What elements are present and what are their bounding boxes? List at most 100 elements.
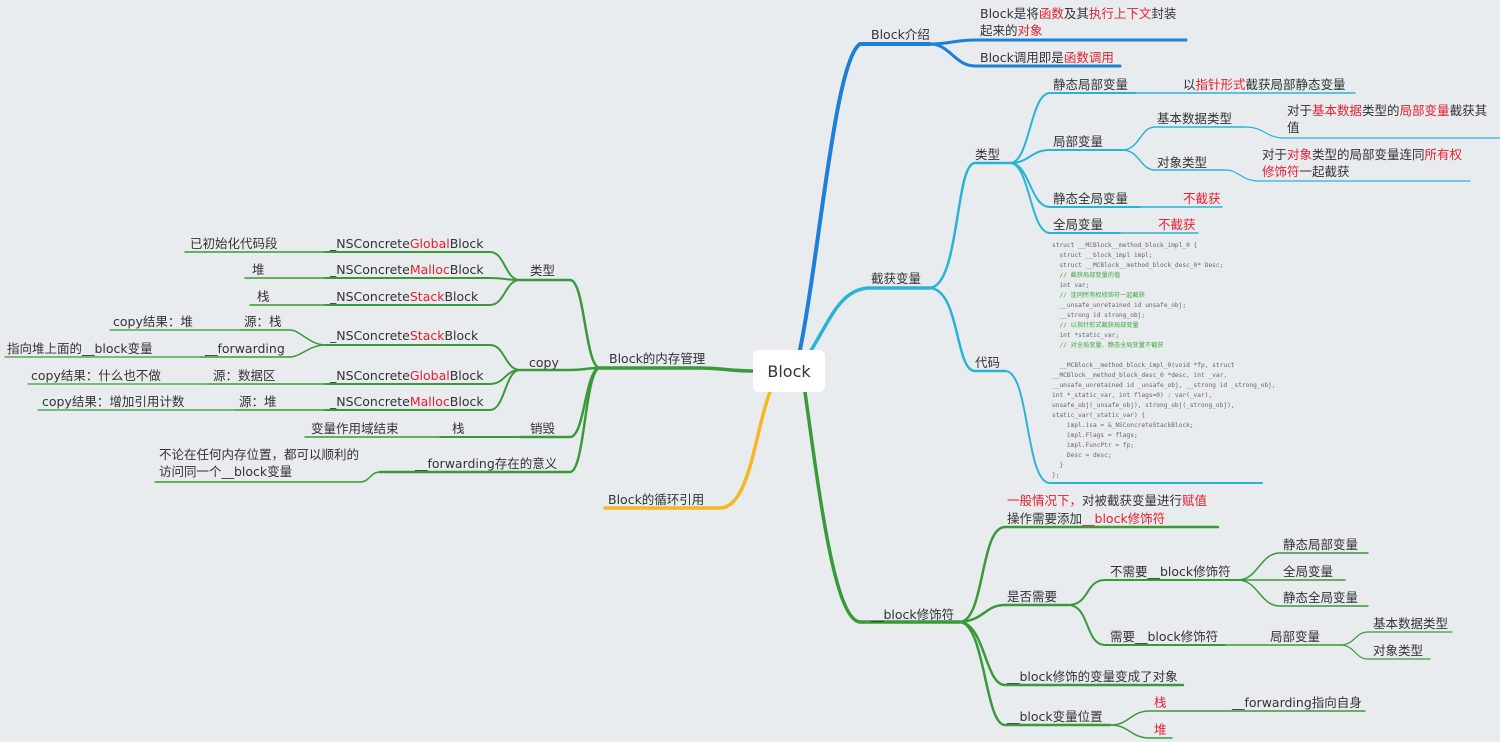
code-line: int *static_var; xyxy=(1052,332,1120,339)
basic-note-2: 值 xyxy=(1287,120,1300,135)
code-line: } xyxy=(1052,462,1064,469)
forwarding-meaning-2: 访问同一个__block变量 xyxy=(159,464,293,479)
code-line: __MCBlock__method_block_desc_0 *desc, in… xyxy=(1052,372,1228,379)
code-line: impl.isa = &_NSConcreteStackBlock; xyxy=(1052,422,1194,429)
node-basic-type[interactable]: 基本数据类型 xyxy=(1157,111,1233,126)
node-need-local[interactable]: 局部变量 xyxy=(1270,629,1321,644)
code-line: }; xyxy=(1052,472,1060,479)
copy-item-0-src[interactable]: 源：栈 xyxy=(244,314,282,329)
node-cycle[interactable]: Block的循环引用 xyxy=(608,492,705,507)
node-code[interactable]: 代码 xyxy=(975,355,1001,370)
copy-item-1[interactable]: _NSConcreteGlobalBlock xyxy=(330,368,484,383)
static-global-note[interactable]: 不截获 xyxy=(1183,191,1221,206)
memory-type-0-desc[interactable]: 已初始化代码段 xyxy=(190,236,278,251)
code-line: struct __block_impl impl; xyxy=(1052,252,1153,259)
global-note[interactable]: 不截获 xyxy=(1158,217,1196,232)
basic-note-1[interactable]: 对于基本数据类型的局部变量截获其 xyxy=(1287,103,1488,118)
memory-type-2[interactable]: _NSConcreteStackBlock xyxy=(330,289,479,304)
copy-item-0[interactable]: _NSConcreteStackBlock xyxy=(330,328,479,343)
node-local[interactable]: 局部变量 xyxy=(1053,134,1104,149)
node-need-question[interactable]: 是否需要 xyxy=(1007,589,1058,604)
copy-item-0-result[interactable]: copy结果：堆 xyxy=(113,314,193,329)
node-copy[interactable]: copy xyxy=(529,355,559,370)
node-intro[interactable]: Block介绍 xyxy=(871,27,930,42)
code-snippet[interactable]: struct __MCBlock__method_block_impl_0 { … xyxy=(1052,241,1276,481)
memory-type-2-desc[interactable]: 栈 xyxy=(257,289,270,304)
node-capture-type[interactable]: 类型 xyxy=(975,147,1001,162)
copy-item-1-result[interactable]: copy结果：什么也不做 xyxy=(31,368,161,383)
not-need-item-2[interactable]: 静态全局变量 xyxy=(1283,590,1359,605)
node-need[interactable]: 需要__block修饰符 xyxy=(1110,629,1219,644)
object-note-2: 修饰符一起截获 xyxy=(1262,164,1350,179)
intro-line-2: 起来的对象 xyxy=(980,23,1043,38)
not-need-item-0[interactable]: 静态局部变量 xyxy=(1283,537,1359,552)
edge-root-cycle xyxy=(603,390,772,510)
edge-root-modifier xyxy=(803,390,962,624)
code-line: impl.FuncPtr = fp; xyxy=(1052,442,1134,449)
destroy-note[interactable]: 变量作用域结束 xyxy=(311,421,399,436)
modifier-general-1[interactable]: 一般情况下，对被截获变量进行赋值 xyxy=(1007,493,1208,508)
code-line: // 连同所有权修饰符一起截获 xyxy=(1052,292,1145,299)
edge-root-memory xyxy=(598,366,755,373)
node-static-global[interactable]: 静态全局变量 xyxy=(1053,191,1129,206)
destroy-stack[interactable]: 栈 xyxy=(452,421,465,436)
node-memory[interactable]: Block的内存管理 xyxy=(609,351,706,366)
static-local-note[interactable]: 以指针形式截获局部静态变量 xyxy=(1183,77,1346,92)
code-line: // 以指针形式截获局部变量 xyxy=(1052,322,1139,329)
edge-capture-code xyxy=(928,286,1007,373)
code-line: unsafe_obj(_unsafe_obj), strong_obj(_str… xyxy=(1052,402,1235,409)
code-line: static_var(_static_var) { xyxy=(1052,412,1146,419)
edge-intro-1 xyxy=(928,38,1188,46)
copy-item-1-src[interactable]: 源：数据区 xyxy=(213,368,276,383)
copy-forwarding-note[interactable]: 指向堆上面的__block变量 xyxy=(7,341,153,356)
edge-root-intro xyxy=(798,42,932,352)
intro-call[interactable]: Block调用即是函数调用 xyxy=(980,50,1114,65)
code-line: // 截获局部变量的值 xyxy=(1052,272,1121,279)
forwarding-meaning-1[interactable]: 不论在任何内存位置，都可以顺利的 xyxy=(159,447,360,462)
copy-item-2-result[interactable]: copy结果：增加引用计数 xyxy=(42,394,185,409)
intro-line-1[interactable]: Block是将函数及其执行上下文封装 xyxy=(980,6,1177,21)
node-forwarding-meaning[interactable]: __forwarding存在的意义 xyxy=(415,456,558,471)
code-line: __unsafe_unretained id unsafe_obj; xyxy=(1052,302,1187,309)
memory-type-1-desc[interactable]: 堆 xyxy=(252,262,265,277)
modifier-general-2: 操作需要添加__block修饰符 xyxy=(1007,511,1166,526)
code-line: // 对全局变量、静态全局变量不截获 xyxy=(1052,342,1164,349)
node-not-need[interactable]: 不需要__block修饰符 xyxy=(1110,564,1231,579)
position-stack-note[interactable]: __forwarding指向自身 xyxy=(1232,695,1362,710)
memory-type-1[interactable]: _NSConcreteMallocBlock xyxy=(330,262,484,277)
copy-item-2-src[interactable]: 源：堆 xyxy=(239,394,277,409)
node-global[interactable]: 全局变量 xyxy=(1053,217,1104,232)
code-line: struct __MCBlock__method_block_impl_0 { xyxy=(1052,242,1198,249)
node-becomes-object[interactable]: __block修饰的变量变成了对象 xyxy=(1007,669,1178,684)
node-capture[interactable]: 截获变量 xyxy=(871,271,922,286)
node-block-position[interactable]: __block变量位置 xyxy=(1007,709,1103,724)
code-line: __strong id strong_obj; xyxy=(1052,312,1146,319)
edge-intro-2 xyxy=(928,42,1122,68)
code-line: __MCBlock__method_block_impl_0(void *fp,… xyxy=(1052,362,1235,369)
memory-type-0[interactable]: _NSConcreteGlobalBlock xyxy=(330,236,484,251)
copy-forwarding[interactable]: __forwarding xyxy=(205,341,285,356)
edge-root-capture xyxy=(808,286,932,354)
copy-item-2[interactable]: _NSConcreteMallocBlock xyxy=(330,394,484,409)
node-memory-type[interactable]: 类型 xyxy=(530,263,556,278)
node-destroy[interactable]: 销毁 xyxy=(530,421,556,436)
object-note-1[interactable]: 对于对象类型的局部变量连同所有权 xyxy=(1262,147,1463,162)
code-line: impl.Flags = flags; xyxy=(1052,432,1138,439)
code-line xyxy=(1052,351,1276,361)
not-need-item-1[interactable]: 全局变量 xyxy=(1283,564,1334,579)
code-line: Desc = desc; xyxy=(1052,452,1112,459)
code-line: int var; xyxy=(1052,282,1090,289)
root-node[interactable]: Block xyxy=(753,350,825,392)
code-line: struct __MCBlock__method_block_desc_0* D… xyxy=(1052,262,1224,269)
need-item-0[interactable]: 基本数据类型 xyxy=(1373,616,1449,631)
node-block-modifier[interactable]: __block修饰符 xyxy=(871,607,955,622)
code-line: int *_static_var, int flags=0) : var(_va… xyxy=(1052,392,1213,399)
node-static-local[interactable]: 静态局部变量 xyxy=(1053,77,1129,92)
position-stack[interactable]: 栈 xyxy=(1154,695,1167,710)
position-heap[interactable]: 堆 xyxy=(1154,722,1167,737)
code-line: __unsafe_unretained id _unsafe_obj, __st… xyxy=(1052,382,1276,389)
node-object-type[interactable]: 对象类型 xyxy=(1157,155,1208,170)
need-item-1[interactable]: 对象类型 xyxy=(1373,643,1424,658)
